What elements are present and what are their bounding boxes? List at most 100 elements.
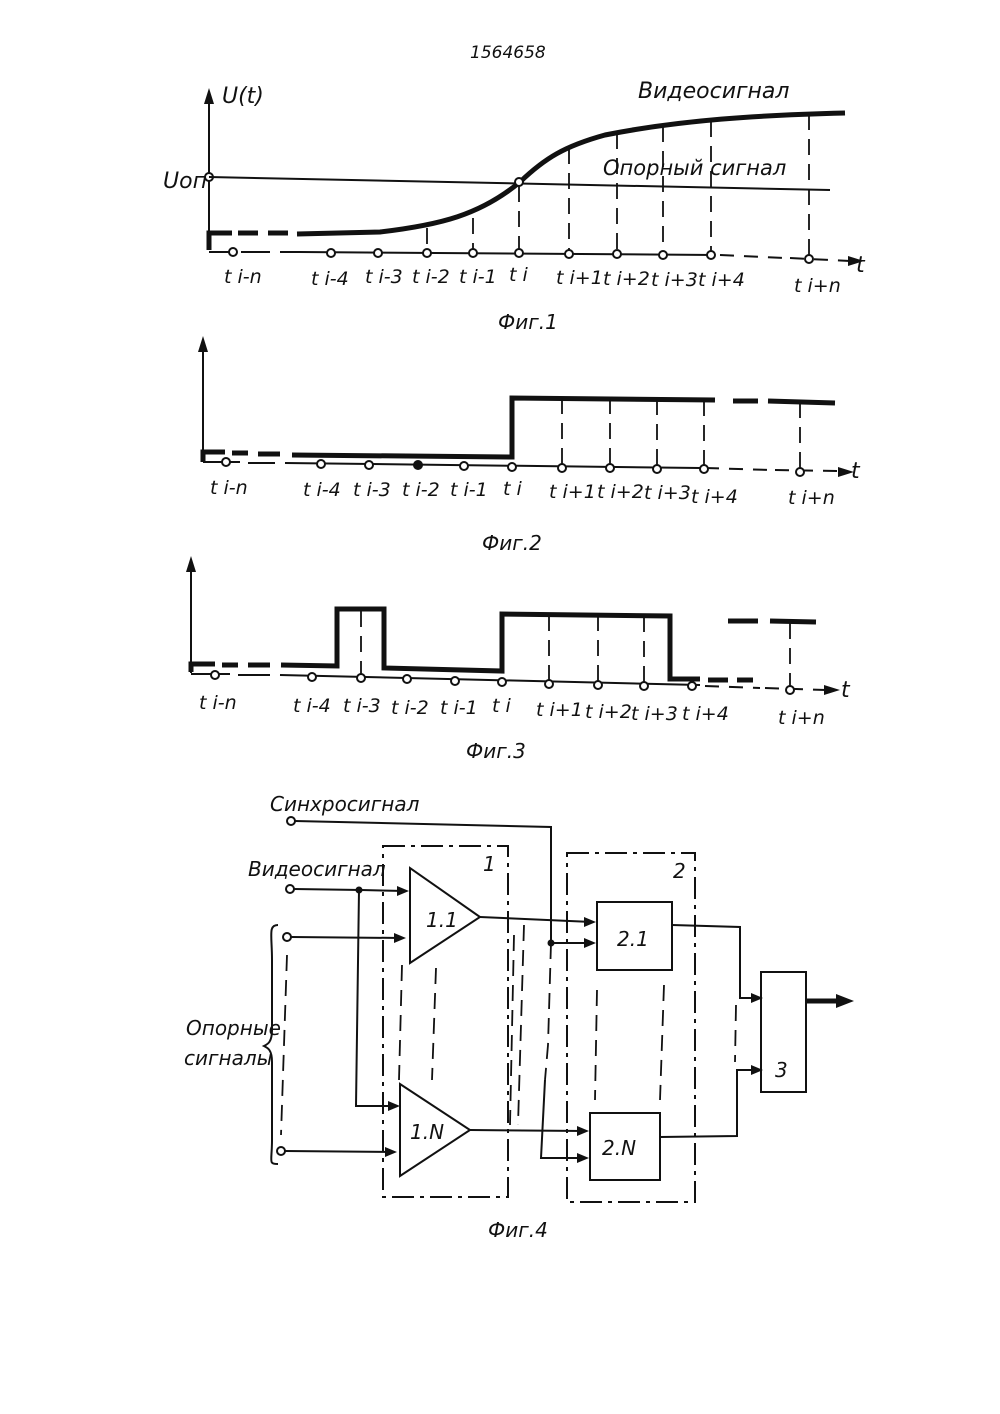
- fig3-tick: t i+2: [585, 701, 632, 723]
- fig4-box-2-n-label: 2.N: [602, 1136, 636, 1160]
- fig4-video-label: Видеосигнал: [248, 857, 386, 881]
- fig1-point: [423, 249, 431, 257]
- fig4-video-branch: [356, 890, 396, 1106]
- fig1-point: [515, 249, 523, 257]
- fig1-video-start: [209, 233, 232, 250]
- fig4-arrow-icon: [388, 1101, 400, 1111]
- fig1-point: [469, 249, 477, 257]
- fig1-t-label: t: [856, 253, 866, 278]
- fig1-y-arrow-icon: [204, 88, 214, 104]
- fig3-tick: t i-1: [440, 697, 478, 719]
- fig2-point: [558, 464, 566, 472]
- fig2-point: [317, 460, 325, 468]
- fig3-point: [357, 674, 365, 682]
- fig3-point: [498, 678, 506, 686]
- fig1-tick: t i+4: [698, 269, 745, 291]
- fig3-tick: t i-2: [391, 697, 429, 719]
- fig3-time-axis-dashed: [705, 686, 826, 690]
- fig1-point: [229, 248, 237, 256]
- fig3-tick: t i+1: [536, 699, 583, 721]
- fig3-tick: t i: [492, 695, 511, 717]
- fig3-point: [640, 682, 648, 690]
- fig4-amp-1-n-label: 1.N: [410, 1120, 444, 1144]
- fig4-sync-wire: [295, 821, 551, 943]
- fig2-tick: t i-1: [450, 479, 488, 501]
- fig3-point: [594, 681, 602, 689]
- fig4-box-out-wire: [660, 1070, 759, 1137]
- figure-2: t t i-n t i-4 t i-3 t i-2 t i-1 t i t i+…: [198, 336, 861, 555]
- fig3-point: [688, 682, 696, 690]
- fig4-dashed-wire: [510, 935, 514, 1125]
- fig3-signal: [281, 609, 700, 679]
- fig4-block-2-dashed: [660, 985, 664, 1100]
- figure-1: U(t) Uоп Опорный сигнал Видеосигнал t: [163, 79, 866, 334]
- fig4-ref-wire: [285, 1151, 393, 1152]
- fig2-tick: t i-4: [303, 479, 341, 501]
- fig2-time-axis: [203, 462, 700, 468]
- fig2-point: [796, 468, 804, 476]
- fig1-tick: t i+3: [651, 269, 698, 291]
- fig1-tick: t i-1: [459, 266, 497, 288]
- fig4-ref-dashed: [281, 955, 287, 1135]
- fig4-caption: Фиг.4: [488, 1218, 548, 1242]
- fig1-point: [805, 255, 813, 263]
- fig2-point: [460, 462, 468, 470]
- fig4-ref-terminal: [277, 1147, 285, 1155]
- fig4-video-wire: [294, 889, 405, 891]
- fig1-tick: t i+1: [556, 267, 603, 289]
- fig1-point: [659, 251, 667, 259]
- fig1-tick: t i+n: [794, 275, 841, 297]
- fig2-point: [413, 460, 423, 470]
- fig1-video-label: Видеосигнал: [638, 79, 789, 104]
- fig4-sync-label: Синхросигнал: [270, 792, 420, 816]
- fig4-arrow-icon: [397, 886, 409, 896]
- fig2-point: [365, 461, 373, 469]
- fig1-caption: Фиг.1: [498, 310, 558, 334]
- fig1-crossing-point: [515, 178, 523, 186]
- fig2-signal-dashes: [232, 453, 280, 454]
- fig2-t-label: t: [851, 459, 861, 484]
- fig3-tick: t i+4: [682, 703, 729, 725]
- fig1-tick: t i-n: [224, 266, 262, 288]
- fig2-tick: t i+2: [597, 481, 644, 503]
- fig1-reference-label: Опорный сигнал: [603, 156, 786, 180]
- fig1-point: [374, 249, 382, 257]
- fig1-point: [613, 250, 621, 258]
- fig4-output-arrow-icon: [836, 994, 854, 1008]
- fig2-tick-labels: t i-n t i-4 t i-3 t i-2 t i-1 t i t i+1 …: [210, 477, 835, 509]
- fig1-uop-label: Uоп: [163, 169, 207, 194]
- fig3-t-label: t: [841, 678, 851, 703]
- fig4-amp-1-1-label: 1.1: [426, 908, 458, 932]
- fig2-point: [222, 458, 230, 466]
- fig4-arrow-icon: [584, 938, 596, 948]
- fig2-caption: Фиг.2: [482, 531, 542, 555]
- fig4-arrow-icon: [577, 1126, 589, 1136]
- fig4-block-2-label: 2: [673, 859, 686, 883]
- fig4-arrow-icon: [584, 917, 596, 927]
- page-number: 1564658: [470, 43, 546, 63]
- fig4-sync-wire-dashed: [545, 943, 551, 1080]
- figure-4: Синхросигнал Видеосигнал Опорные сигналы…: [184, 792, 854, 1242]
- fig4-box-out-wire: [672, 925, 759, 998]
- fig2-tick: t i: [503, 478, 522, 500]
- fig2-tick: t i-n: [210, 477, 248, 499]
- fig2-tick: t i+1: [549, 481, 596, 503]
- fig2-tick: t i-3: [353, 479, 391, 501]
- fig3-point: [451, 677, 459, 685]
- fig1-tick-labels: t i-n t i-4 t i-3 t i-2 t i-1 t i t i+1 …: [224, 264, 841, 297]
- fig1-tick: t i: [509, 264, 528, 286]
- fig4-box-2-1-label: 2.1: [617, 927, 649, 951]
- fig4-sync-wire: [541, 1080, 585, 1158]
- fig4-block-1-dashed: [432, 968, 436, 1080]
- fig1-time-axis: [209, 252, 715, 255]
- fig2-point: [700, 465, 708, 473]
- fig4-ref-wire: [291, 937, 402, 938]
- fig4-block-1-frame: [383, 846, 508, 1197]
- fig2-point: [508, 463, 516, 471]
- fig1-tick: t i-4: [311, 268, 349, 290]
- fig2-tick: t i-2: [402, 479, 440, 501]
- fig4-sync-terminal: [287, 817, 295, 825]
- fig1-point: [707, 251, 715, 259]
- fig4-block-2-dashed: [595, 990, 597, 1100]
